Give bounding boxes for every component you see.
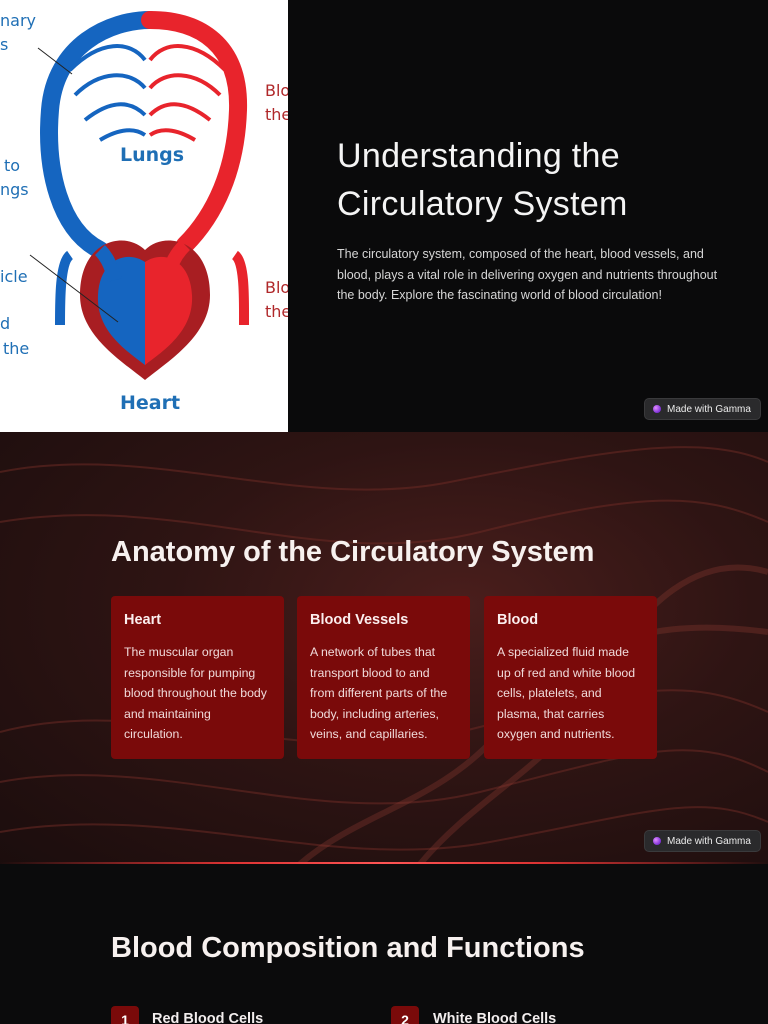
card-heart: Heart The muscular organ responsible for… [111,596,284,759]
circulation-diagram: Lungs Heart nary s to ngs icle d the Blo… [0,0,288,432]
diagram-label-heart: Heart [120,392,180,414]
diagram-label-lower-left-1: d [0,314,10,333]
card-blood-vessels: Blood Vessels A network of tubes that tr… [297,596,470,759]
slide-anatomy: Anatomy of the Circulatory System Heart … [0,432,768,864]
card-heart-title: Heart [124,612,162,628]
item-title-white-blood-cells: White Blood Cells [433,1011,557,1024]
diagram-label-mid-left-1: to [4,156,20,175]
slide-blood-composition: Blood Composition and Functions 1 Red Bl… [0,864,768,1024]
slide1-title: Understanding the Circulatory System [337,137,628,223]
gamma-logo-icon [653,405,661,413]
pointer-line-1 [37,47,73,75]
slide-understanding-circulatory: Lungs Heart nary s to ngs icle d the Blo… [0,0,768,432]
gamma-logo-icon [653,837,661,845]
card-blood-vessels-title: Blood Vessels [310,612,409,628]
lung-capillaries-left [68,44,147,142]
item-number-2: 2 [391,1006,419,1024]
card-heart-body: The muscular organ responsible for pumpi… [124,645,267,742]
badge-label: Made with Gamma [667,835,751,847]
vein-left-vessel [40,11,159,259]
diagram-label-right-bottom-1: Blo [265,278,288,297]
circulation-diagram-svg: Lungs Heart nary s to ngs icle d the Blo… [0,11,288,414]
heart-right-side [97,256,145,365]
pointer-line-2 [29,254,119,323]
diagram-label-ventricle: icle [0,267,28,286]
pulmonary-vein [161,240,191,282]
diagram-label-lower-left-2: the [3,339,29,358]
badge-label: Made with Gamma [667,403,751,415]
card-blood-title: Blood [497,612,539,628]
slide2-title: Anatomy of the Circulatory System [111,536,595,568]
diagram-label-right-top-2: the [265,105,288,124]
artery-right-vessel [141,11,248,254]
diagram-label-right-top-1: Blo [265,81,288,100]
slide1-description: The circulatory system, composed of the … [337,247,718,302]
aorta-vessel [231,250,250,326]
item-title-red-blood-cells: Red Blood Cells [152,1011,264,1024]
heart-left-side [145,256,193,365]
diagram-label-lungs: Lungs [120,144,184,166]
pulmonary-artery [94,245,122,282]
vena-cava-vessel [55,250,74,326]
slide3-title: Blood Composition and Functions [111,932,585,964]
item-number-1: 1 [111,1006,139,1024]
card-blood-body: A specialized fluid made up of red and w… [497,645,636,742]
card-blood: Blood A specialized fluid made up of red… [484,596,657,759]
diagram-label-top-left-1: nary [0,11,36,30]
made-with-gamma-badge[interactable]: Made with Gamma [645,831,760,851]
diagram-label-mid-left-2: ngs [0,180,29,199]
card-blood-vessels-body: A network of tubes that transport blood … [310,645,448,742]
lung-capillaries-right [148,44,227,142]
made-with-gamma-badge[interactable]: Made with Gamma [645,399,760,419]
slide-divider [0,862,768,864]
diagram-label-top-left-2: s [0,35,8,54]
diagram-label-right-bottom-2: the [265,302,288,321]
